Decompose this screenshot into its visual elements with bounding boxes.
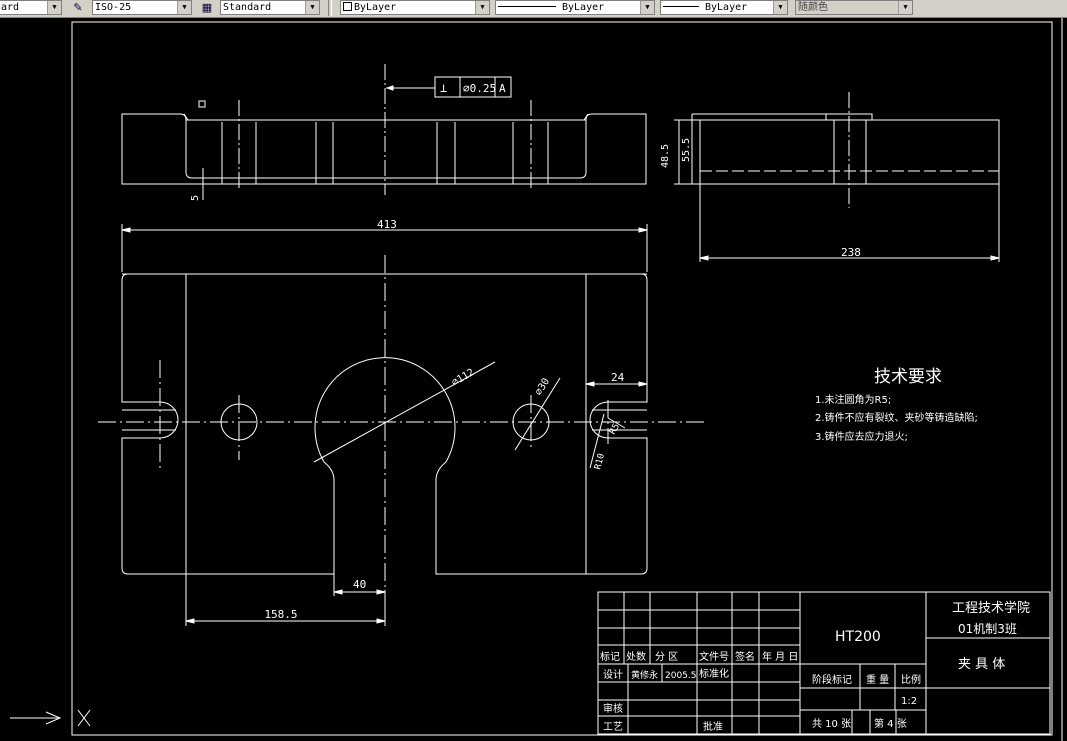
design-date: 2005.5 [665,671,697,681]
plot-style-value: 随颜色 [798,2,828,13]
color-value: ByLayer [354,2,397,13]
properties-toolbar: ard ▼ ✎ ISO-25 ▼ ▦ Standard ▼ ByLayer ▼ … [0,0,1067,18]
dim-r10: R10 [593,452,607,470]
dimension-style-value: ISO-25 [95,2,132,13]
text-style-combo[interactable]: ard ▼ [0,0,62,15]
dim-238: 238 [841,246,861,259]
dim-r5: R5 [608,422,622,436]
title-block: HT200 工程技术学院 01机制3班 夹 具 体 标记 处数 分 区 文件号 … [597,591,1051,735]
header-mark: 标记 [600,651,620,663]
tolerance-value: ∅0.25 [463,82,496,95]
scale-label: 比例 [901,673,921,686]
chevron-down-icon[interactable]: ▼ [640,1,654,14]
color-value-wrap: ByLayer [343,1,396,14]
approve-label: 批准 [703,720,723,733]
header-count: 处数 [626,650,646,663]
dim-24: 24 [611,371,625,384]
title-school: 工程技术学院 [952,600,1030,616]
title-material: HT200 [835,629,881,645]
tech-req-item: 3.铸件应去应力退火; [815,430,908,443]
stage-mark-label: 阶段标记 [812,673,852,686]
designer-name: 黄修永 [631,669,658,681]
design-label: 设计 [603,668,623,681]
chevron-down-icon[interactable]: ▼ [898,1,912,14]
side-view: 48.5 55.5 238 [660,92,1000,262]
linetype-sample-icon [498,6,556,7]
chevron-down-icon[interactable]: ▼ [475,1,489,14]
color-combo[interactable]: ByLayer ▼ [340,0,490,15]
tech-req-title: 技术要求 [874,367,942,387]
scale-value: 1:2 [901,696,917,707]
lineweight-value: ByLayer [705,2,748,13]
chevron-down-icon[interactable]: ▼ [305,1,319,14]
dim-phi112: ∅112 [450,367,476,389]
linetype-value-wrap: ByLayer [498,1,604,14]
technical-requirements: 技术要求 1.未注圆角为R5; 2.铸件不应有裂纹、夹砂等铸造缺陷; 3.铸件应… [815,367,978,443]
weight-label: 重 量 [866,673,889,686]
lineweight-sample-icon [663,6,699,7]
standardize-label: 标准化 [699,667,729,680]
text-style-value: ard [1,2,20,13]
plot-style-combo[interactable]: 随颜色 ▼ [795,0,913,15]
dim-5: 5 [190,195,201,201]
chevron-down-icon[interactable]: ▼ [177,1,191,14]
dim-413: 413 [377,218,397,231]
color-swatch-icon [343,2,352,11]
dimension-style-combo[interactable]: ISO-25 ▼ [92,0,192,15]
ucs-icon [10,709,91,727]
toolbar-separator [328,0,332,16]
lineweight-combo[interactable]: ByLayer ▼ [660,0,788,15]
tolerance-frame [434,76,512,98]
dimension-style-icon[interactable]: ✎ [70,0,86,15]
table-style-icon[interactable]: ▦ [199,0,215,15]
header-zone: 分 区 [655,651,678,663]
header-file-no: 文件号 [699,650,729,663]
sheet-number: 第 4 张 [874,717,907,730]
linetype-combo[interactable]: ByLayer ▼ [495,0,655,15]
chevron-down-icon[interactable]: ▼ [773,1,787,14]
table-style-combo[interactable]: Standard ▼ [220,0,320,15]
linetype-value: ByLayer [562,2,605,13]
total-sheets: 共 10 张 [812,718,851,730]
table-style-value: Standard [223,2,272,13]
header-sign: 签名 [735,650,755,663]
title-class: 01机制3班 [958,622,1017,636]
review-label: 审核 [603,702,623,715]
process-label: 工艺 [603,721,623,733]
dim-48-5: 48.5 [660,144,671,168]
roughness-mark [198,100,206,108]
dim-55-5: 55.5 [681,138,692,162]
tolerance-datum: A [499,82,506,95]
header-date: 年 月 日 [762,650,798,663]
tolerance-symbol: ⊥ [440,81,447,95]
title-part-name: 夹 具 体 [958,657,1005,672]
dim-158-5: 158.5 [264,608,297,621]
lineweight-value-wrap: ByLayer [663,1,747,14]
front-view: 5 ⊥ ∅0.25 A [121,64,647,201]
tech-req-item: 2.铸件不应有裂纹、夹砂等铸造缺陷; [815,411,978,424]
tech-req-item: 1.未注圆角为R5; [815,393,891,406]
sheet-border [71,21,1053,736]
dim-40: 40 [353,578,366,591]
chevron-down-icon[interactable]: ▼ [47,1,61,14]
plan-view: 413 ∅112 ∅30 24 [98,218,705,626]
